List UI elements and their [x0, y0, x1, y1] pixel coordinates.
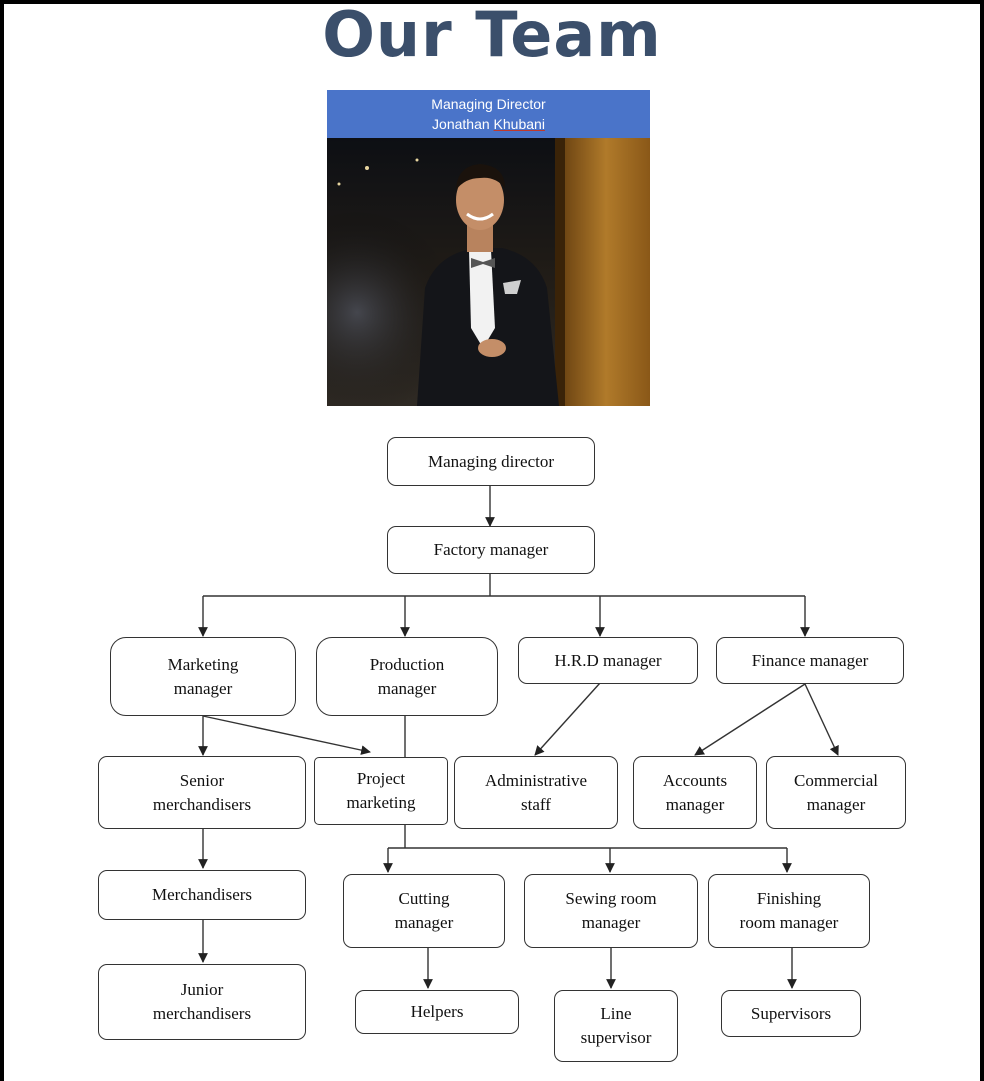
node-commercial-manager: Commercial manager — [766, 756, 906, 829]
profile-caption: Managing Director Jonathan Khubani — [327, 90, 650, 138]
profile-role: Managing Director — [431, 96, 546, 112]
node-cutting-manager: Cutting manager — [343, 874, 505, 948]
node-supervisors: Supervisors — [721, 990, 861, 1037]
node-line-supervisor: Line supervisor — [554, 990, 678, 1062]
node-helpers: Helpers — [355, 990, 519, 1034]
node-project-marketing: Project marketing — [314, 757, 448, 825]
node-finishing-room-manager: Finishing room manager — [708, 874, 870, 948]
profile-name-first: Jonathan — [432, 116, 494, 132]
node-administrative-staff: Administrative staff — [454, 756, 618, 829]
node-hrd-manager: H.R.D manager — [518, 637, 698, 684]
person-photo — [327, 138, 650, 406]
node-production-manager: Production manager — [316, 637, 498, 716]
node-senior-merchandisers: Senior merchandisers — [98, 756, 306, 829]
node-marketing-manager: Marketing manager — [110, 637, 296, 716]
page-title: Our Team — [322, 0, 662, 71]
node-junior-merchandisers: Junior merchandisers — [98, 964, 306, 1040]
node-managing-director: Managing director — [387, 437, 595, 486]
node-factory-manager: Factory manager — [387, 526, 595, 574]
profile-card: Managing Director Jonathan Khubani — [327, 90, 650, 406]
node-sewing-room-manager: Sewing room manager — [524, 874, 698, 948]
profile-name: Jonathan Khubani — [327, 114, 650, 134]
node-merchandisers: Merchandisers — [98, 870, 306, 920]
node-finance-manager: Finance manager — [716, 637, 904, 684]
profile-name-last: Khubani — [493, 116, 545, 132]
node-accounts-manager: Accounts manager — [633, 756, 757, 829]
